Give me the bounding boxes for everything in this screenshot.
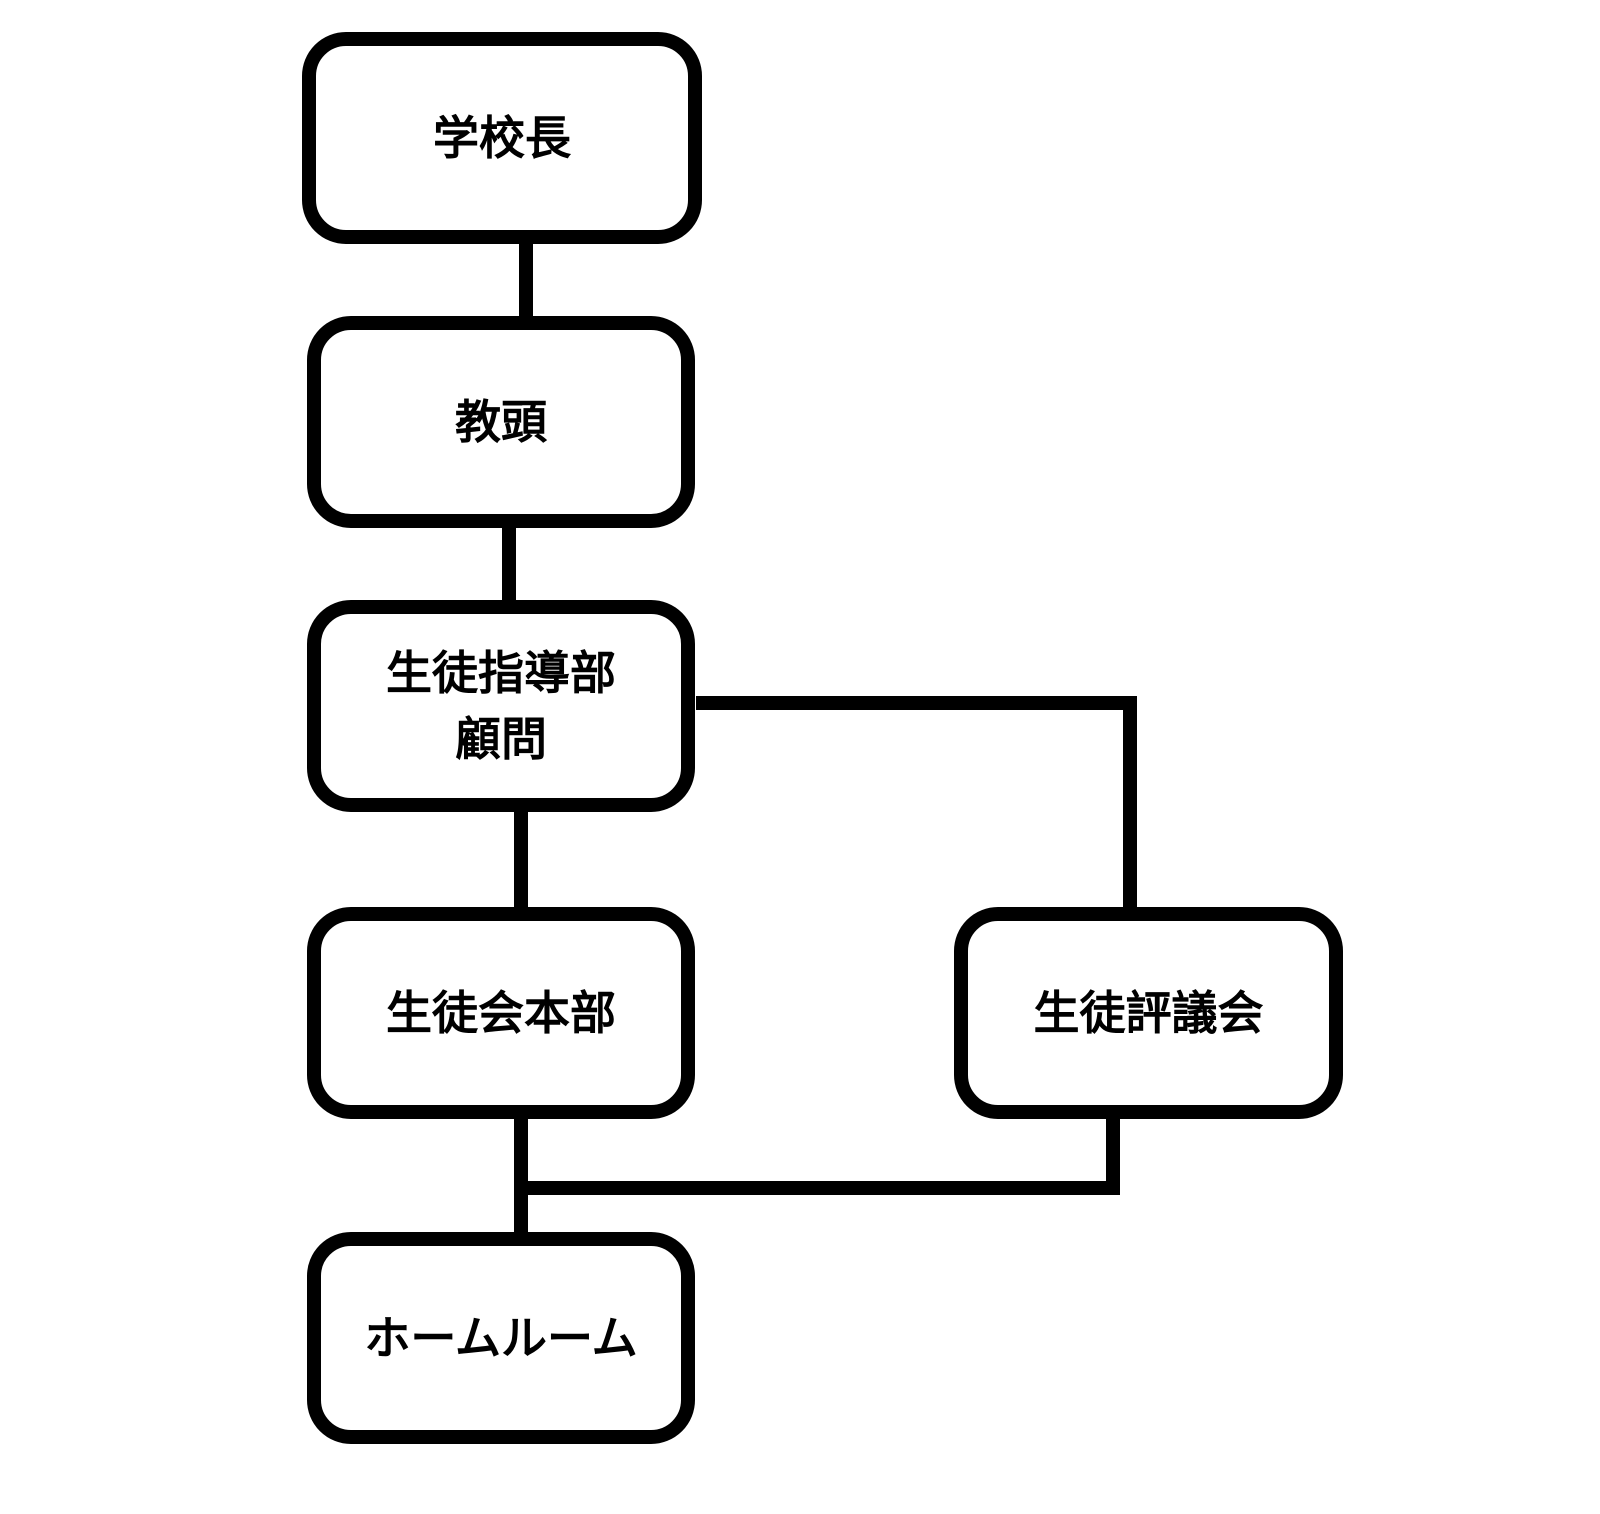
connector-guidance-advisor-horizontal (696, 696, 1137, 710)
node-student-council-assembly: 生徒評議会 (954, 907, 1343, 1119)
connector-assembly-horizontal (514, 1181, 1120, 1195)
node-student-council-hq: 生徒会本部 (307, 907, 695, 1119)
node-student-council-hq-label: 生徒会本部 (386, 986, 616, 1040)
connector-hq-to-homeroom (514, 1113, 528, 1239)
node-vice-principal-label: 教頭 (455, 395, 547, 449)
node-student-council-assembly-label: 生徒評議会 (1033, 986, 1264, 1040)
connector-vice-principal-to-guidance-advisor (502, 528, 516, 616)
node-guidance-advisor-label: 生徒指導部 顧問 (386, 646, 616, 766)
node-vice-principal: 教頭 (307, 316, 695, 528)
node-homeroom: ホームルーム (307, 1232, 695, 1444)
node-guidance-advisor: 生徒指導部 顧問 (307, 600, 695, 812)
connector-guidance-advisor-to-assembly (1123, 696, 1137, 910)
connector-principal-to-vice-principal (519, 244, 533, 324)
node-principal-label: 学校長 (433, 111, 571, 165)
node-principal: 学校長 (302, 32, 702, 244)
connector-guidance-advisor-to-hq (514, 810, 528, 912)
connector-assembly-down (1106, 1113, 1120, 1193)
node-homeroom-label: ホームルーム (364, 1311, 638, 1365)
